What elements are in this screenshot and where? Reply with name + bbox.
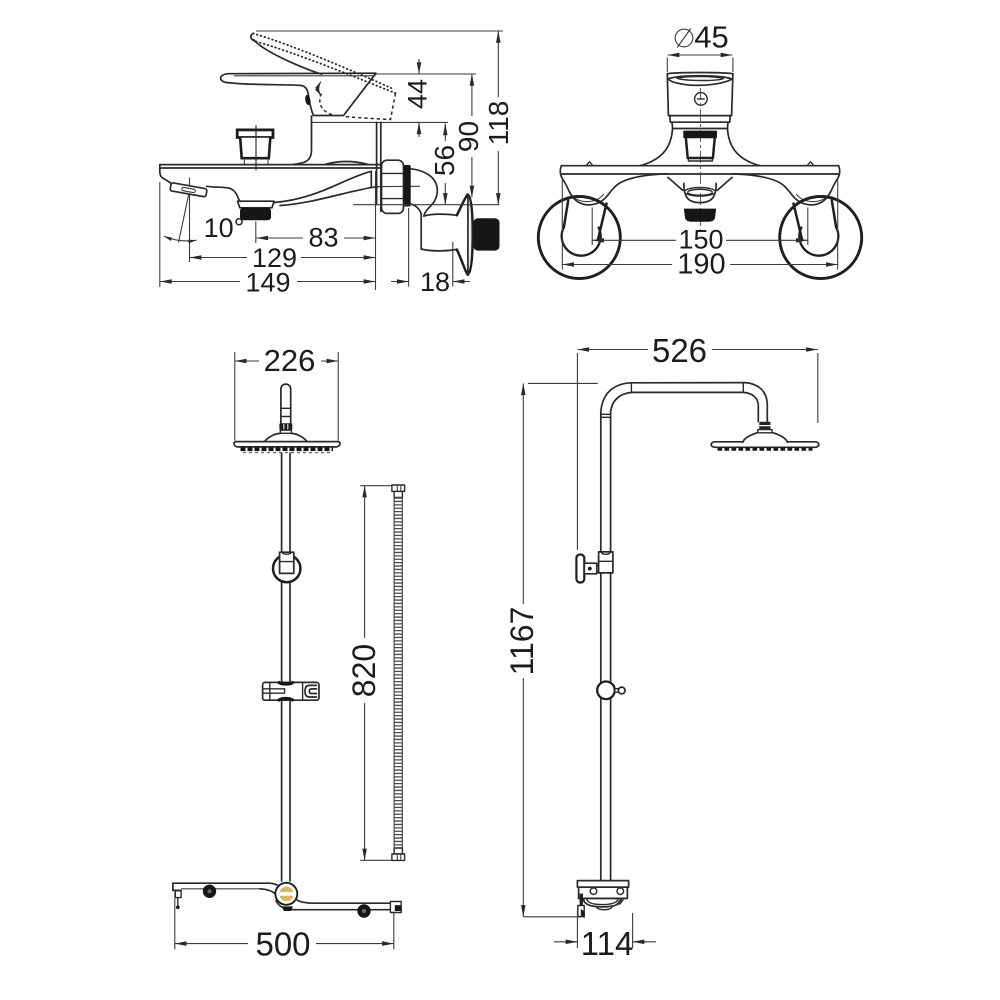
svg-text:820: 820 — [346, 644, 382, 697]
svg-text:90: 90 — [453, 121, 484, 152]
svg-text:118: 118 — [483, 101, 514, 146]
svg-text:500: 500 — [255, 926, 310, 963]
svg-text:1167: 1167 — [504, 607, 540, 676]
svg-text:10°: 10° — [204, 213, 245, 243]
svg-text:114: 114 — [581, 925, 634, 962]
svg-text:150: 150 — [678, 225, 723, 255]
svg-text:526: 526 — [652, 332, 707, 369]
svg-text:56: 56 — [429, 145, 460, 176]
svg-text:44: 44 — [403, 79, 433, 109]
svg-text:83: 83 — [308, 223, 338, 253]
svg-text:18: 18 — [420, 267, 450, 297]
svg-text:226: 226 — [264, 343, 316, 378]
svg-text:190: 190 — [677, 249, 725, 281]
svg-text:149: 149 — [245, 268, 290, 298]
svg-text:45: 45 — [694, 20, 728, 55]
svg-text:129: 129 — [252, 243, 297, 273]
